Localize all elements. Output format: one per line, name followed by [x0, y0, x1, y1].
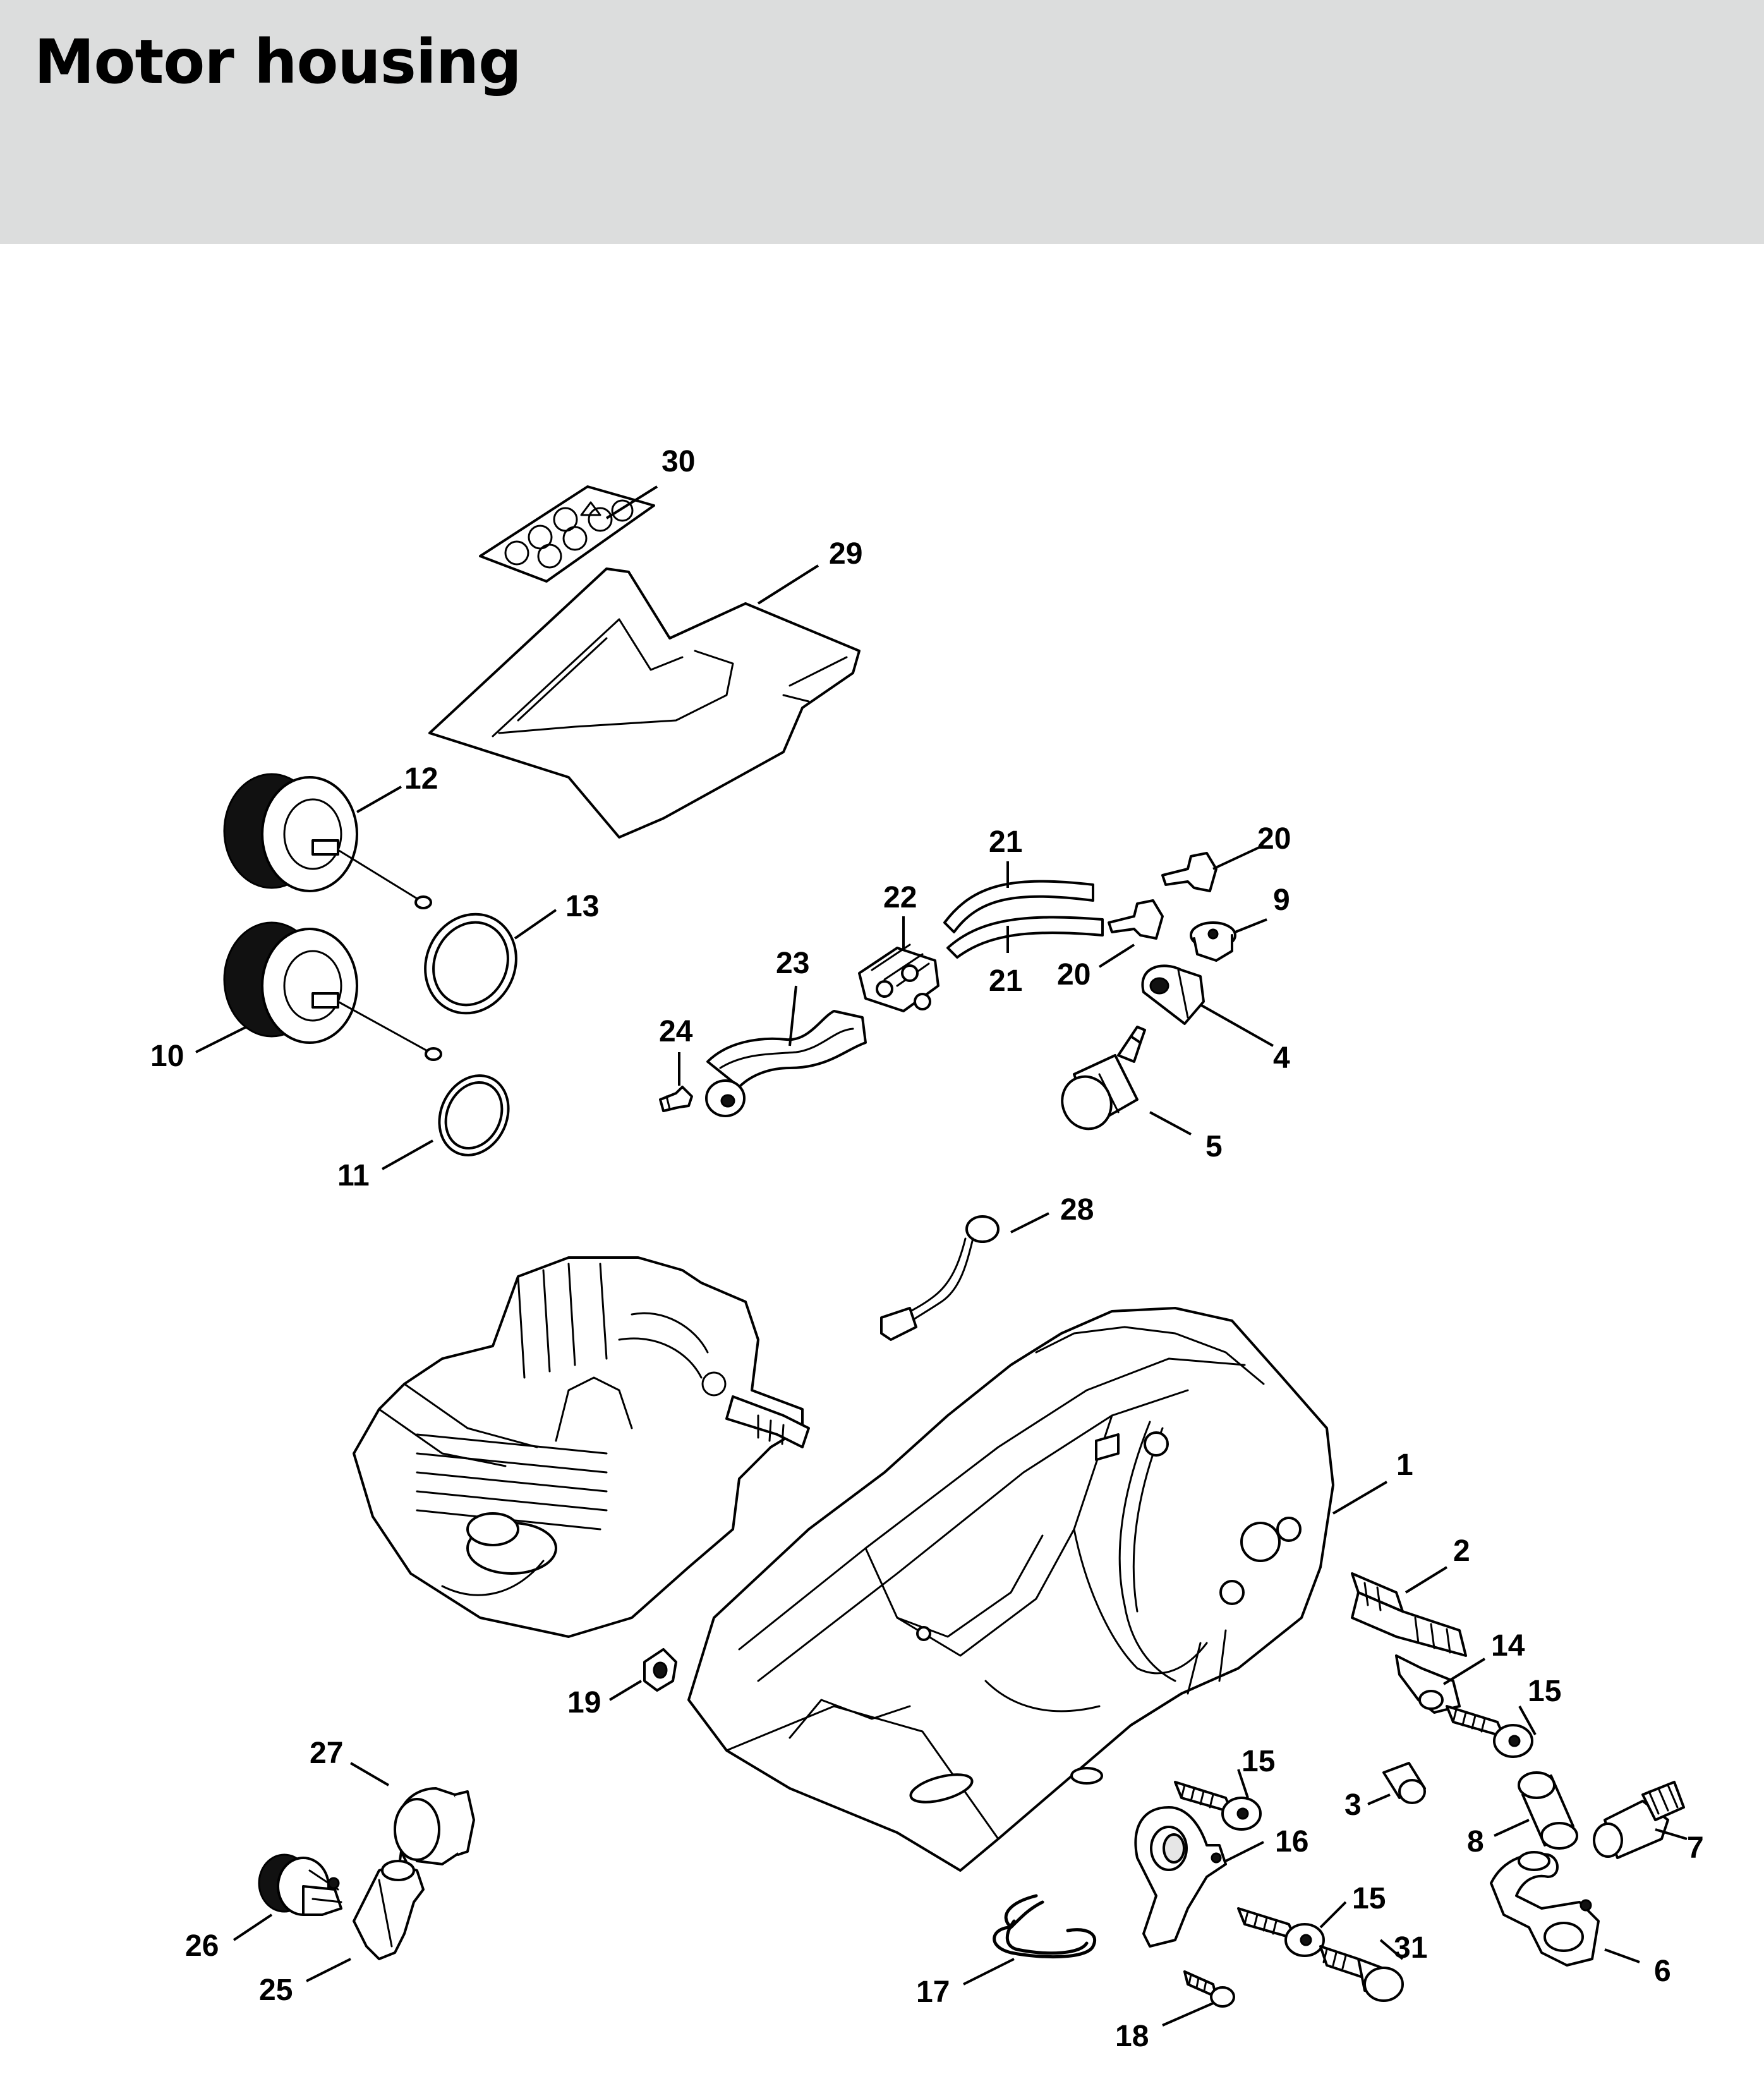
- callout-labels: 30 29 12 13 10 11 21 21 20 20 22 23 24 9…: [150, 445, 1704, 2053]
- part-31-bolt: [1319, 1945, 1404, 2002]
- part-20-elbow-connector: [1108, 852, 1217, 940]
- part-10-filler-cap: [223, 921, 442, 1061]
- callout-27: 27: [310, 1737, 343, 1770]
- callout-5: 5: [1205, 1130, 1223, 1163]
- callout-21b: 21: [989, 964, 1022, 998]
- engine-assembly: [353, 1256, 810, 1638]
- page-title: Motor housing: [34, 27, 522, 97]
- callout-16: 16: [1275, 1825, 1308, 1858]
- part-12-filler-cap: [223, 773, 432, 909]
- part-17-wire-clip: [993, 1894, 1096, 1959]
- part-16-bracket: [1134, 1806, 1227, 1948]
- part-4-fuel-pickup: [1141, 964, 1205, 1025]
- part-27-primer: [394, 1787, 475, 1878]
- callout-7: 7: [1687, 1831, 1704, 1865]
- part-26-pump: [258, 1853, 342, 1916]
- part-24-nipple: [659, 1086, 693, 1112]
- part-15-screw-lower: [1237, 1907, 1325, 1957]
- callout-24: 24: [659, 1015, 693, 1048]
- callout-17: 17: [916, 1975, 950, 2009]
- callout-15b: 15: [1241, 1745, 1275, 1778]
- part-29-top-cover: [428, 567, 861, 839]
- part-5-fuel-filter: [1061, 1026, 1146, 1131]
- callout-19: 19: [567, 1686, 601, 1719]
- callout-30: 30: [662, 445, 695, 478]
- part-6-bracket: [1490, 1851, 1600, 1967]
- part-1-motor-housing: [687, 1307, 1334, 1872]
- callout-11: 11: [337, 1159, 370, 1192]
- exploded-parts-diagram: 30 29 12 13 10 11 21 21 20 20 22 23 24 9…: [150, 445, 1704, 2053]
- part-30-warning-label: [479, 485, 655, 583]
- part-9-grommet: [1190, 921, 1236, 962]
- leader-lines: [195, 485, 1688, 2027]
- callout-28: 28: [1060, 1193, 1094, 1227]
- part-11-o-ring: [438, 1074, 510, 1156]
- callout-1: 1: [1396, 1448, 1413, 1482]
- callout-15a: 15: [1528, 1675, 1561, 1708]
- callout-8: 8: [1467, 1825, 1484, 1858]
- header-band: Motor housing: [0, 0, 1764, 244]
- part-2-stud: [1351, 1572, 1467, 1657]
- part-8-spacer: [1518, 1771, 1578, 1850]
- part-25-rod: [353, 1860, 425, 1960]
- callout-26: 26: [185, 1929, 219, 1963]
- part-13-o-ring: [424, 913, 517, 1015]
- callout-20b: 20: [1057, 958, 1090, 991]
- callout-12: 12: [404, 762, 438, 796]
- callout-13: 13: [565, 890, 599, 923]
- part-3-sleeve: [1382, 1762, 1426, 1804]
- callout-21a: 21: [989, 825, 1022, 859]
- callout-20a: 20: [1257, 822, 1291, 856]
- callout-22: 22: [883, 881, 917, 914]
- part-19-grommet: [643, 1648, 677, 1692]
- callout-29: 29: [829, 537, 862, 571]
- part-15-screw-upper: [1446, 1705, 1533, 1758]
- callout-23: 23: [776, 947, 809, 980]
- callout-6: 6: [1654, 1955, 1671, 1988]
- part-22-valve: [858, 943, 939, 1012]
- callout-10: 10: [150, 1040, 184, 1073]
- callout-25: 25: [259, 1974, 293, 2007]
- part-23-line: [705, 1010, 867, 1117]
- callout-3: 3: [1344, 1788, 1362, 1822]
- callout-4: 4: [1273, 1041, 1290, 1075]
- callout-9: 9: [1273, 883, 1290, 917]
- part-14-lug: [1395, 1654, 1461, 1714]
- callout-31: 31: [1394, 1931, 1427, 1965]
- callout-15c: 15: [1352, 1882, 1386, 1915]
- part-7-adjusting-screw: [1593, 1781, 1685, 1859]
- part-28-ignition-lead: [880, 1215, 1000, 1341]
- callout-2: 2: [1453, 1534, 1470, 1568]
- callout-18: 18: [1115, 2020, 1149, 2053]
- part-18-screw: [1183, 1970, 1235, 2008]
- callout-14: 14: [1491, 1629, 1525, 1663]
- part-15-screw-middle: [1174, 1781, 1262, 1831]
- part-21-fuel-hose: [943, 880, 1104, 959]
